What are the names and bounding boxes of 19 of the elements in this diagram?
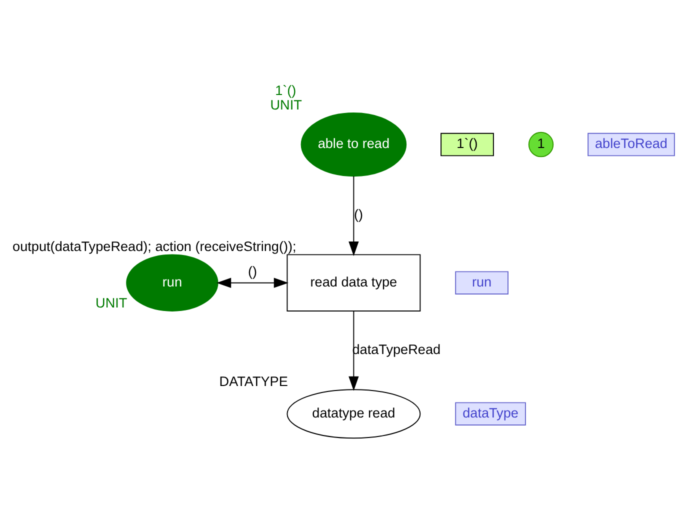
node-box: run	[455, 271, 508, 294]
node-box: dataType	[455, 402, 526, 426]
node-label: 1`()	[275, 82, 296, 98]
node-label: DATATYPE	[219, 374, 288, 389]
arrow	[348, 176, 359, 256]
node-label: UNIT	[270, 97, 302, 112]
node-label: output(dataTypeRead); action (receiveString());	[12, 239, 296, 254]
edge-label: ()	[248, 264, 258, 280]
node-circle: 1	[528, 132, 554, 158]
arrow	[348, 310, 359, 391]
node-ellipse: able to read	[300, 112, 407, 177]
arrow	[216, 278, 288, 288]
node-box: ableToRead	[588, 132, 675, 156]
edge-label: ()	[354, 206, 364, 222]
node-box: 1`()	[440, 132, 494, 156]
node-ellipse: datatype read	[286, 389, 421, 439]
node-ellipse: run	[126, 254, 218, 312]
node-box: read data type	[286, 254, 421, 312]
node-label: UNIT	[96, 295, 128, 310]
